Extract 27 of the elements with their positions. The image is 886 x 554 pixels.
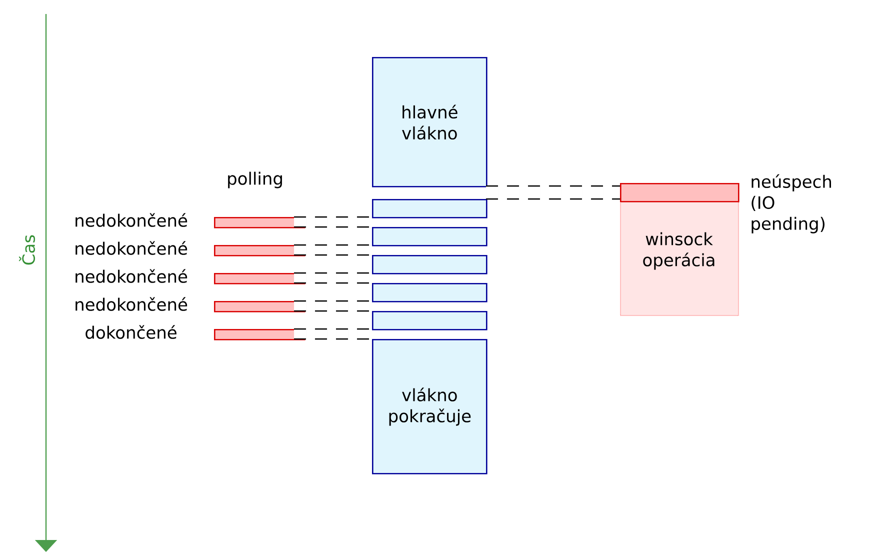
polling-label: polling <box>228 172 282 188</box>
status-bar <box>214 273 306 284</box>
status-text: nedokončené <box>76 213 188 227</box>
status-text: dokončené <box>86 325 176 339</box>
status-text: nedokončené <box>76 297 188 311</box>
dashed-connector <box>486 185 620 200</box>
thread-slice-box <box>372 311 488 330</box>
axis-label: Čas <box>19 235 36 265</box>
dashed-connector <box>294 328 372 340</box>
thread-box: hlavné vlákno <box>372 57 488 188</box>
status-bar <box>214 301 306 312</box>
dashed-connector <box>294 216 372 228</box>
status-bar <box>620 183 740 202</box>
dashed-connector <box>294 300 372 312</box>
status-text: neúspech (IO pending) <box>752 174 831 234</box>
status-text: nedokončené <box>76 241 188 255</box>
status-bar <box>214 329 306 340</box>
thread-slice-box <box>372 283 488 302</box>
status-bar <box>214 217 306 228</box>
thread-slice-box <box>372 255 488 274</box>
dashed-connector <box>294 244 372 256</box>
thread-box: vlákno pokračuje <box>372 339 488 474</box>
dashed-connector <box>294 272 372 284</box>
status-text: nedokončené <box>76 269 188 283</box>
thread-slice-box <box>372 199 488 218</box>
status-bar <box>214 245 306 256</box>
thread-slice-box <box>372 227 488 246</box>
